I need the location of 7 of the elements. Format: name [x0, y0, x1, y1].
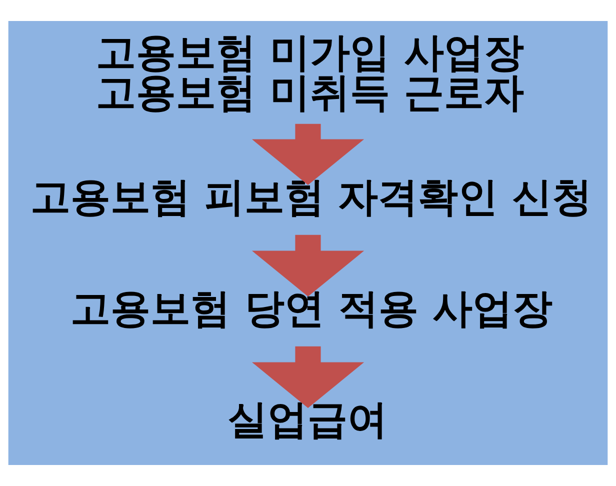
node-text: 고용보험 피보험 자격확인 신청	[30, 174, 592, 220]
arrow	[252, 234, 364, 297]
node-text: 실업급여	[228, 397, 388, 444]
arrow	[252, 124, 364, 186]
arrow	[252, 346, 364, 408]
node-text: 고용보험 당연 적용 사업장	[70, 286, 552, 332]
node-text: 고용보험 미가입 사업장 고용보험 미취득 근로자	[96, 30, 524, 116]
